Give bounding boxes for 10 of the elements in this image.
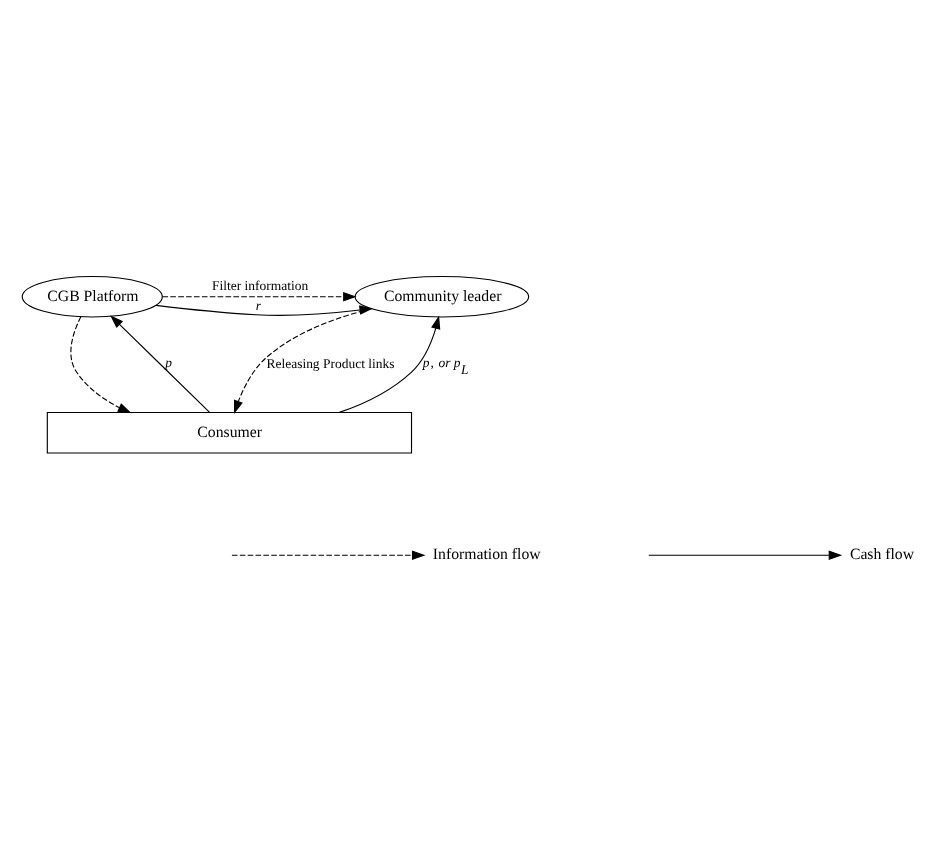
node-box: Consumer	[46, 411, 413, 454]
arrow	[110, 315, 211, 413]
arrow	[155, 304, 373, 316]
arrow	[70, 316, 132, 414]
arrow	[233, 308, 373, 414]
arrow	[162, 292, 357, 302]
legend-label: Information flow	[432, 545, 541, 564]
legend-label: Cash flow	[849, 545, 915, 564]
arrow	[338, 315, 441, 413]
node-ellipse: CGB Platform	[21, 275, 163, 318]
